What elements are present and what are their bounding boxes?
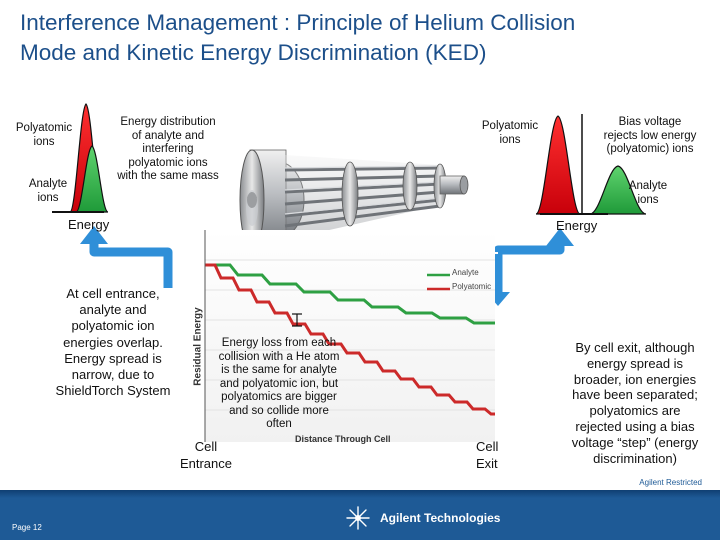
title-line-1: Interference Management : Principle of H…	[20, 10, 576, 35]
polyatomic-energy-line	[205, 263, 495, 416]
cell-exit-label: Cell Exit	[476, 439, 499, 471]
diagram-canvas	[52, 103, 647, 442]
left-up-arrow	[89, 242, 173, 288]
analyte-energy-line	[205, 263, 495, 325]
cell-exit-description: By cell exit, although energy spread is …	[571, 340, 699, 466]
right-analyte-label: Analyte ions	[628, 180, 668, 206]
legend-polyatomic: Polyatomic	[452, 282, 492, 291]
right-analyte-peak	[589, 165, 647, 215]
title-line-2: Mode and Kinetic Energy Discrimination (…	[20, 40, 487, 65]
right-polyatomic-peak	[535, 115, 581, 215]
right-up-arrow	[493, 244, 565, 255]
plot-x-label: Distance Through Cell	[295, 434, 391, 444]
legend-analyte: Analyte	[452, 268, 479, 277]
right-polyatomic-label: Polyatomic ions	[481, 120, 539, 146]
bias-voltage-text: Bias voltage rejects low energy (polyato…	[603, 116, 697, 155]
cell-entrance-description: At cell entrance, analyte and polyatomic…	[55, 286, 171, 399]
agilent-spark-logo-icon	[346, 506, 370, 530]
plot-y-label: Residual Energy	[192, 307, 204, 386]
left-energy-label: Energy	[68, 217, 110, 232]
restricted-label: Agilent Restricted	[639, 478, 702, 487]
energy-distribution-text: Energy distribution of analyte and inter…	[117, 116, 219, 182]
right-energy-label: Energy	[556, 218, 598, 233]
flow-arrows	[80, 226, 574, 306]
residual-energy-plot	[204, 230, 495, 442]
footer-gradient	[0, 490, 720, 498]
left-analyte-peak	[75, 145, 109, 213]
page-number: Page 12	[12, 523, 42, 532]
left-analyte-label: Analyte ions	[28, 178, 68, 204]
energy-loss-description: Energy loss from each collision with a H…	[218, 337, 340, 430]
footer-bar	[0, 490, 720, 540]
left-energy-peaks	[52, 103, 109, 213]
right-energy-peaks	[535, 114, 647, 215]
cell-entrance-label: Cell Entrance	[179, 439, 233, 471]
left-polyatomic-label: Polyatomic ions	[15, 122, 73, 148]
slide-title: Interference Management : Principle of H…	[20, 8, 710, 68]
agilent-brand-text: Agilent Technologies	[380, 511, 501, 525]
